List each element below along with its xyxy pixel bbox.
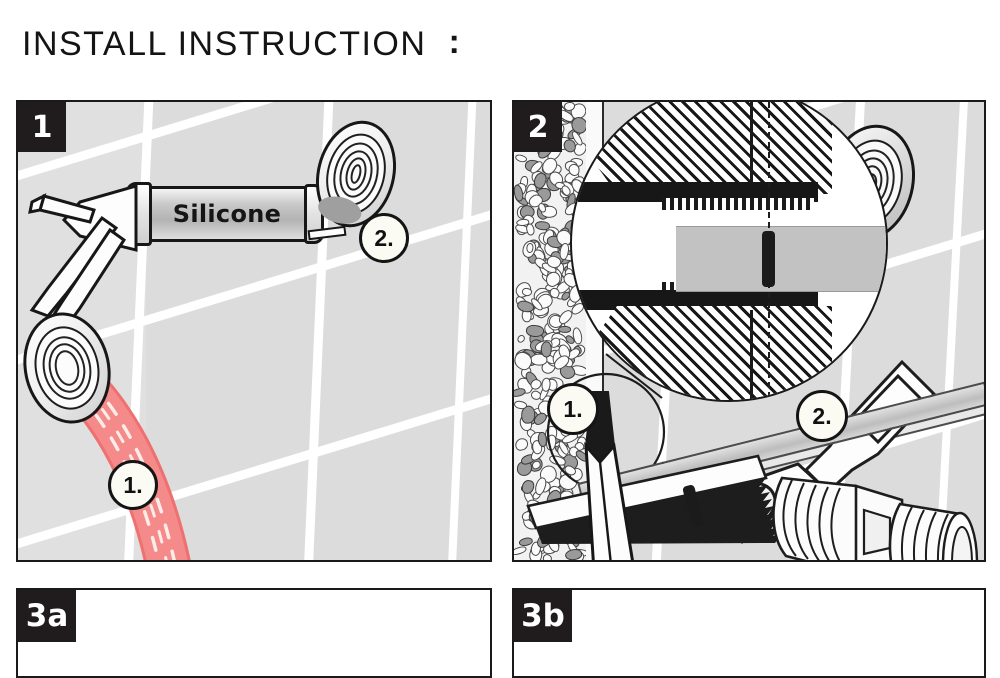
panel-3a: 3a <box>16 588 492 678</box>
page-title-colon: : <box>448 22 460 61</box>
panel-3b-badge: 3b <box>514 590 572 642</box>
panel-1: Silicone 1. 2. 1 <box>16 100 492 562</box>
callout-1-step1-text: 1. <box>123 471 143 498</box>
concrete-wall-texture <box>514 102 586 560</box>
panel-3a-badge: 3a <box>18 590 76 642</box>
callout-1-step2: 2. <box>359 213 409 263</box>
silicone-gun: Silicone <box>18 162 347 342</box>
page-title: INSTALL INSTRUCTION : <box>22 18 460 70</box>
magnified-detail-view <box>570 102 888 402</box>
panel-2-badge: 2 <box>514 102 562 152</box>
callout-1-step1: 1. <box>108 460 158 510</box>
instruction-sheet: INSTALL INSTRUCTION : <box>16 18 986 678</box>
panel-2: 1. 2. 2 <box>512 100 986 562</box>
panel-3b: 3b <box>512 588 986 678</box>
callout-2-step2-text: 2. <box>812 402 832 429</box>
page-title-text: INSTALL INSTRUCTION <box>22 24 427 63</box>
callout-2-step1: 1. <box>547 383 599 435</box>
callout-2-step1-text: 1. <box>563 395 583 422</box>
callout-2-step2: 2. <box>796 390 848 442</box>
panel-1-badge: 1 <box>18 102 66 152</box>
silicone-tube-label: Silicone <box>172 200 282 228</box>
callout-1-step2-text: 2. <box>374 224 394 251</box>
